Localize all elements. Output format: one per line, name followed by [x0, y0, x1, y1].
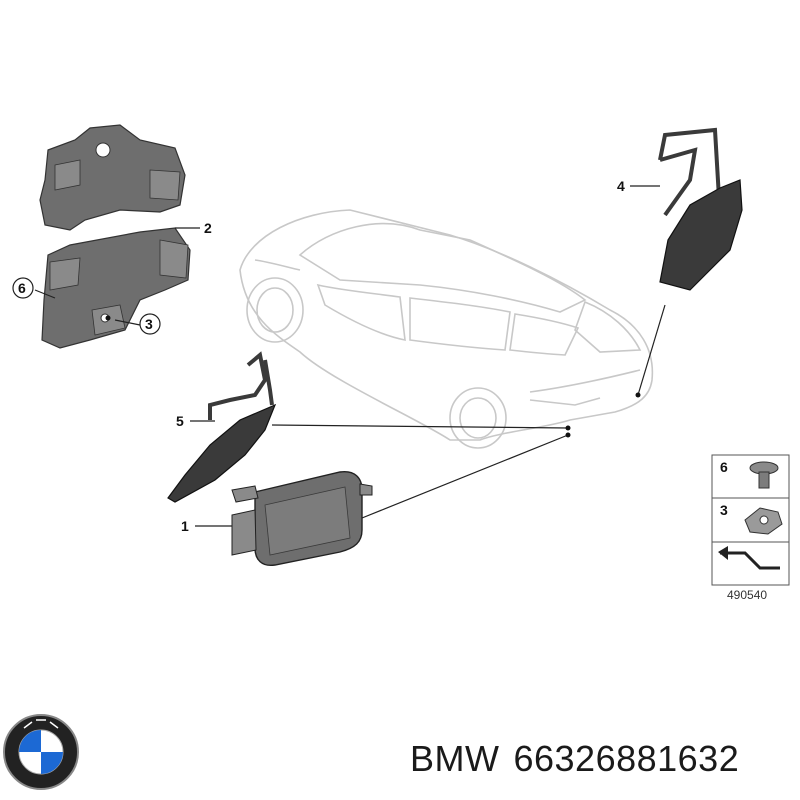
- bracket-upper: [39, 124, 186, 231]
- part-1-radar-module: [231, 471, 373, 567]
- legend-item-6: 6: [720, 459, 728, 475]
- car-outline: [239, 209, 654, 449]
- callout-6-ring: [12, 277, 34, 299]
- legend-item-3: 3: [720, 502, 728, 518]
- callout-1: 1: [181, 518, 189, 534]
- callout-5: 5: [176, 413, 184, 429]
- bracket-lower: [41, 227, 191, 349]
- small-parts-legend: 6 3 490540: [711, 454, 790, 602]
- screw-icon: [749, 461, 779, 489]
- leader-dots: [105, 315, 641, 438]
- callout-6: 6: [18, 280, 26, 296]
- callout-3: 3: [145, 316, 153, 332]
- callout-2: 2: [204, 220, 212, 236]
- leader-lines: [34, 185, 666, 527]
- bmw-logo-icon: [3, 714, 79, 790]
- part-4-cover: [658, 127, 743, 291]
- caption-part-number: 66326881632: [513, 738, 740, 779]
- caption-brand: BMW: [410, 738, 500, 779]
- nut-icon: [744, 507, 783, 535]
- callout-4: 4: [617, 178, 625, 194]
- part-5-bracket: [167, 351, 277, 503]
- arrow-icon: [718, 546, 780, 570]
- callout-3-ring: [139, 313, 161, 335]
- diagram-number: 490540: [727, 588, 767, 602]
- part-caption: BMW 66326881632: [410, 738, 790, 780]
